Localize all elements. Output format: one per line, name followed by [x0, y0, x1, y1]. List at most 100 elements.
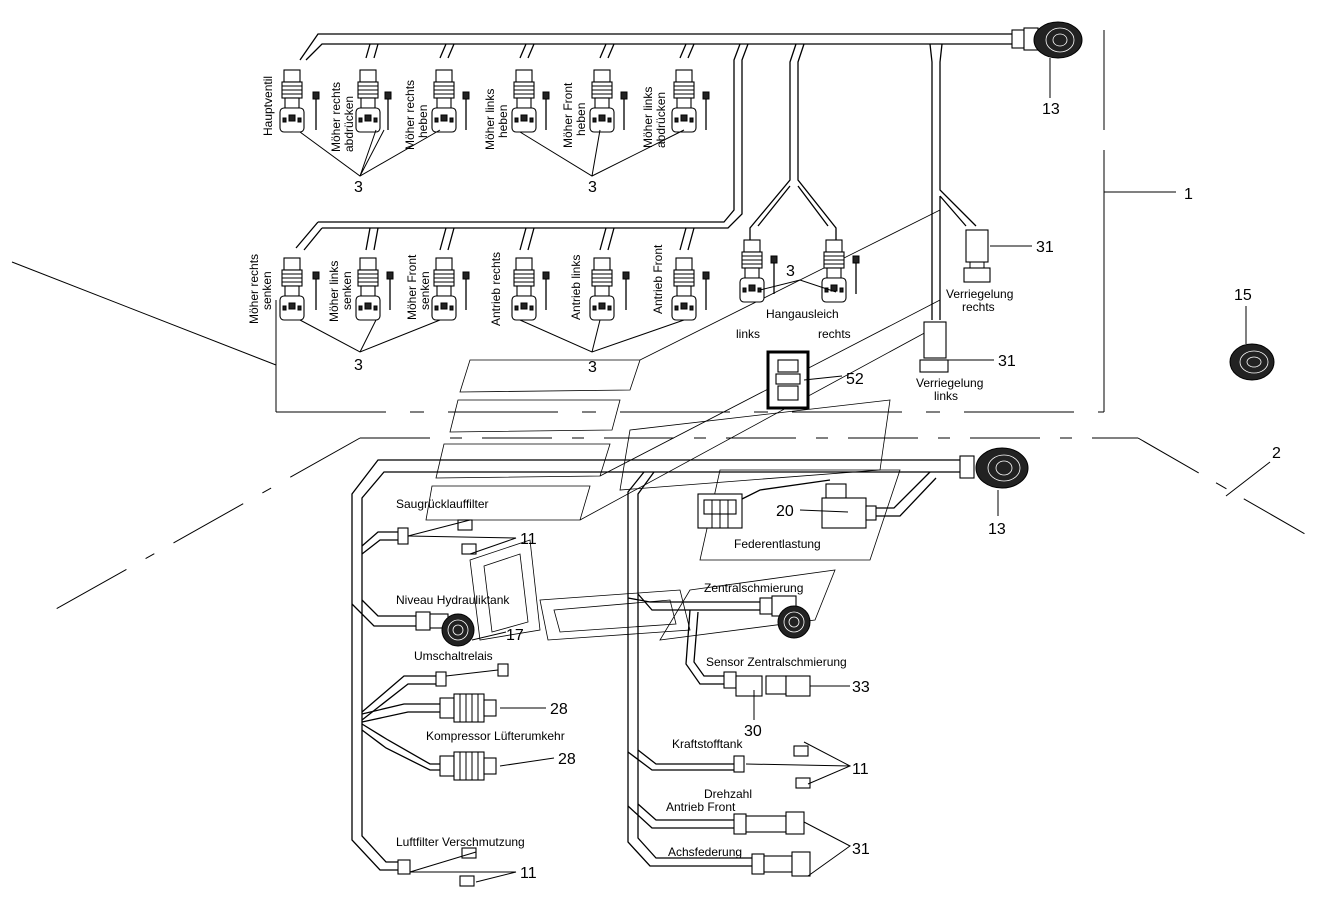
label-moher-rechts-heben-2: heben [416, 105, 430, 138]
round-connector-15 [1229, 343, 1275, 381]
connector-antrieb-links [589, 257, 630, 321]
lower-section-frame [39, 437, 1313, 619]
connector-verriegelung-links [919, 321, 949, 373]
relay-box-52 [766, 350, 810, 410]
label-verriegelung-rechts-2: rechts [962, 300, 995, 314]
module-federentlastung-right [821, 483, 877, 529]
label-hauptventil: Hauptventil [261, 76, 275, 136]
callout-11-a: 11 [520, 531, 537, 548]
label-moher-links-abdrucken-2: abdrücken [654, 92, 668, 148]
callout-30: 30 [744, 723, 762, 740]
connector-antrieb-front [671, 257, 710, 321]
upper-harness [295, 29, 1025, 320]
label-umschaltrelais: Umschaltrelais [414, 649, 493, 663]
connector-achsfederung [751, 851, 811, 877]
upper-section-frame [11, 30, 1176, 413]
connector-zentralschmierung [759, 595, 811, 639]
connector-moher-links-senken [355, 257, 394, 321]
module-federentlastung-left [697, 493, 743, 529]
connector-moher-front-senken [431, 257, 470, 321]
sensor-zentralschmierung [723, 671, 811, 697]
label-antrieb-rechts: Antrieb rechts [489, 252, 503, 326]
connector-umschaltrelais [435, 663, 509, 687]
label-kompressor-lufterumkehr: Kompressor Lüfterumkehr [426, 729, 565, 743]
label-moher-front-heben-2: heben [574, 103, 588, 136]
label-verriegelung-links-1: Verriegelung [916, 376, 983, 390]
label-achsfederung: Achsfederung [668, 845, 742, 859]
label-drehzahl-1: Drehzahl [704, 787, 752, 801]
label-hangausleich: Hangausleich [766, 307, 839, 321]
lower-labels: Saugrücklauffilter Niveau Hydrauliktank … [396, 497, 847, 859]
callout-3-d: 3 [354, 357, 363, 374]
callout-15: 15 [1234, 287, 1252, 304]
callout-33: 33 [852, 679, 870, 696]
callout-52: 52 [846, 371, 864, 388]
label-verriegelung-links-2: links [934, 389, 958, 403]
callout-28-a: 28 [550, 701, 568, 718]
label-moher-rechts-senken-1: Möher rechts [247, 254, 261, 324]
connector-kraftstofftank [733, 745, 811, 789]
callout-3-c: 3 [786, 263, 795, 280]
label-sensor-zentralschmierung: Sensor Zentralschmierung [706, 655, 847, 669]
connector-moher-links-heben [511, 69, 550, 133]
sensor-saugrucklauffilter [457, 519, 477, 555]
connector-moher-rechts-abdrucken [355, 69, 392, 133]
connector-hauptventil [279, 69, 320, 133]
callout-31-c: 31 [852, 841, 870, 858]
callout-13-bottom: 13 [988, 521, 1006, 538]
label-moher-rechts-abdrucken-2: abdrücken [342, 96, 356, 152]
callout-1: 1 [1184, 186, 1193, 203]
label-antrieb-front: Antrieb Front [651, 244, 665, 314]
label-zentralschmierung: Zentralschmierung [704, 581, 803, 595]
sensor-luftfilter [397, 847, 477, 887]
label-kraftstofftank: Kraftstofftank [672, 737, 743, 751]
callout-3-e: 3 [588, 359, 597, 376]
label-luftfilter-verschmutzung: Luftfilter Verschmutzung [396, 835, 525, 849]
sensor-niveau-hydrauliktank [415, 611, 475, 647]
label-antrieb-links: Antrieb links [569, 255, 583, 320]
leader-lines [299, 58, 1247, 883]
callout-17: 17 [506, 627, 524, 644]
label-moher-links-heben-1: Möher links [483, 89, 497, 150]
callout-11-b: 11 [852, 761, 869, 778]
connector-verriegelung-rechts [963, 229, 991, 283]
label-drehzahl-2: Antrieb Front [666, 800, 736, 814]
label-hangausleich-rechts: rechts [818, 327, 851, 341]
callout-numbers: 13 1 3 3 3 3 3 31 31 15 52 2 13 20 11 17… [354, 101, 1281, 882]
round-connector-13-top [1023, 21, 1083, 59]
label-hangausleich-links: links [736, 327, 760, 341]
callout-11-c: 11 [520, 865, 537, 882]
connector-moher-rechts-heben [431, 69, 470, 133]
label-saugrucklauffilter: Saugrücklauffilter [396, 497, 489, 511]
label-verriegelung-rechts-1: Verriegelung [946, 287, 1013, 301]
upper-labels: Hauptventil Möher rechts abdrücken Möher… [247, 76, 1013, 403]
label-federentlastung: Federentlastung [734, 537, 821, 551]
label-moher-rechts-senken-2: senken [260, 271, 274, 310]
callout-2: 2 [1272, 445, 1281, 462]
label-moher-links-senken-1: Möher links [327, 261, 341, 322]
round-connector-13-bottom [959, 447, 1029, 489]
label-moher-front-senken-1: Möher Front [405, 254, 419, 320]
label-moher-links-heben-2: heben [496, 105, 510, 138]
lower-harness [351, 459, 960, 871]
label-moher-links-abdrucken-1: Möher links [641, 87, 655, 148]
connector-antrieb-rechts [511, 257, 550, 321]
callout-13-top: 13 [1042, 101, 1060, 118]
label-moher-front-heben-1: Möher Front [561, 82, 575, 148]
callout-31-b: 31 [998, 353, 1016, 370]
label-moher-rechts-heben-1: Möher rechts [403, 80, 417, 150]
label-moher-rechts-abdrucken-1: Möher rechts [329, 82, 343, 152]
connector-kompressor-1 [439, 693, 497, 723]
callout-28-b: 28 [558, 751, 576, 768]
label-niveau-hydrauliktank: Niveau Hydrauliktank [396, 593, 510, 607]
label-moher-links-senken-2: senken [340, 271, 354, 310]
label-moher-front-senken-2: senken [418, 271, 432, 310]
callout-3-b: 3 [588, 179, 597, 196]
connector-hangausleich-rechts [821, 239, 860, 303]
connector-moher-rechts-senken [279, 257, 320, 321]
connector-kompressor-2 [439, 751, 497, 781]
connector-drehzahl [733, 811, 805, 835]
callout-31-a: 31 [1036, 239, 1054, 256]
connector-hangausleich-links [739, 239, 778, 303]
